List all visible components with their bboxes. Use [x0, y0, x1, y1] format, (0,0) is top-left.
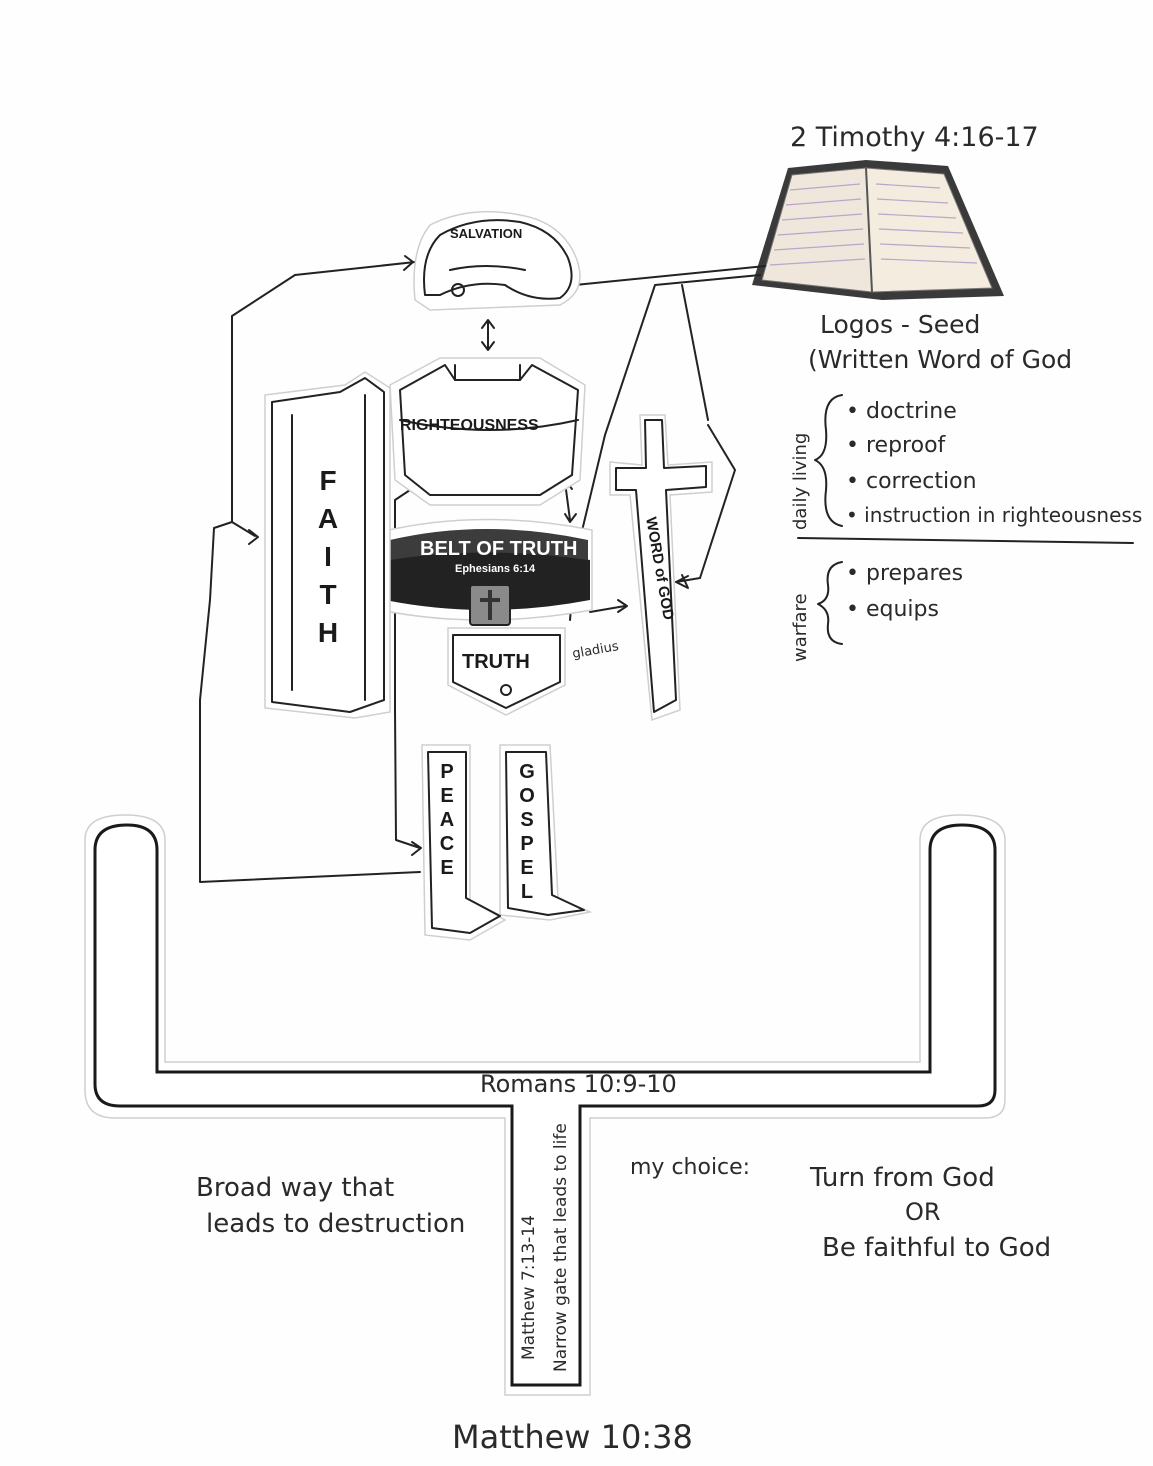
daily-living-brace [815, 395, 842, 526]
belt-scripture: Ephesians 6:14 [455, 563, 536, 575]
bullet-doctrine: • doctrine [846, 399, 957, 424]
timothy-reference: 2 Timothy 4:16-17 [790, 122, 1039, 153]
breastplate-label: RIGHTEOUSNESS [400, 417, 539, 434]
shield-letter-h: H [318, 617, 338, 648]
shield-letter-f: F [319, 465, 336, 496]
narrow-gate-label: Narrow gate that leads to life [551, 1123, 571, 1372]
warfare-label: warfare [790, 593, 811, 662]
matthew-7-reference: Matthew 7:13-14 [519, 1215, 539, 1360]
choice-option-faithful: Be faithful to God [822, 1233, 1051, 1263]
daily-living-notes: daily living • doctrine • reproof • corr… [790, 395, 1142, 543]
boot-letter-g: G [519, 761, 535, 783]
truth-plate: TRUTH [448, 628, 565, 715]
boot-letter-e2: E [440, 857, 453, 879]
broad-way-line1: Broad way that [196, 1173, 394, 1203]
warfare-brace [818, 562, 842, 644]
helmet-of-salvation: SALVATION [414, 212, 580, 310]
boot-letter-o: O [519, 785, 535, 807]
boot-letter-s: S [520, 809, 533, 831]
boot-letter-a: A [440, 809, 454, 831]
boot-letter-c: C [440, 833, 454, 855]
bullet-equips: • equips [846, 597, 939, 622]
helmet-label: SALVATION [450, 226, 522, 241]
bullet-reproof: • reproof [846, 433, 947, 458]
choice-option-turn: Turn from God [809, 1163, 995, 1193]
choice-label: my choice: [630, 1155, 750, 1180]
shield-letter-t: T [319, 579, 336, 610]
logos-seed-note: Logos - Seed [820, 310, 980, 339]
warfare-notes: warfare • prepares • equips [790, 561, 963, 662]
boot-letter-e3: E [520, 857, 533, 879]
boots-of-gospel-of-peace: P E A C E G O S P E L [422, 745, 590, 940]
gladius-note: gladius [571, 639, 620, 662]
shield-letter-a: A [318, 503, 338, 534]
section-divider [798, 538, 1133, 543]
broad-way-line2: leads to destruction [206, 1209, 465, 1239]
bible-icon [752, 160, 1004, 300]
truth-label: TRUTH [462, 651, 530, 673]
bullet-instruction: • instruction in righteousness [846, 503, 1142, 527]
shield-letter-i: I [324, 541, 332, 572]
written-word-note: (Written Word of God [808, 345, 1072, 374]
boot-letter-e1: E [440, 785, 453, 807]
belt-label: BELT OF TRUTH [420, 538, 577, 560]
matthew-10-reference: Matthew 10:38 [452, 1418, 693, 1456]
romans-reference: Romans 10:9-10 [480, 1070, 677, 1098]
belt-of-truth: BELT OF TRUTH Ephesians 6:14 [380, 519, 592, 625]
bullet-correction: • correction [846, 469, 977, 494]
boot-letter-l: L [521, 881, 533, 903]
breastplate-of-righteousness: RIGHTEOUSNESS [390, 358, 585, 505]
daily-living-label: daily living [790, 433, 811, 530]
bullet-prepares: • prepares [846, 561, 963, 586]
boot-letter-p: P [440, 761, 453, 783]
choice-or: OR [905, 1198, 941, 1226]
shield-of-faith: F A I T H [265, 372, 390, 718]
boot-letter-p2: P [520, 833, 533, 855]
